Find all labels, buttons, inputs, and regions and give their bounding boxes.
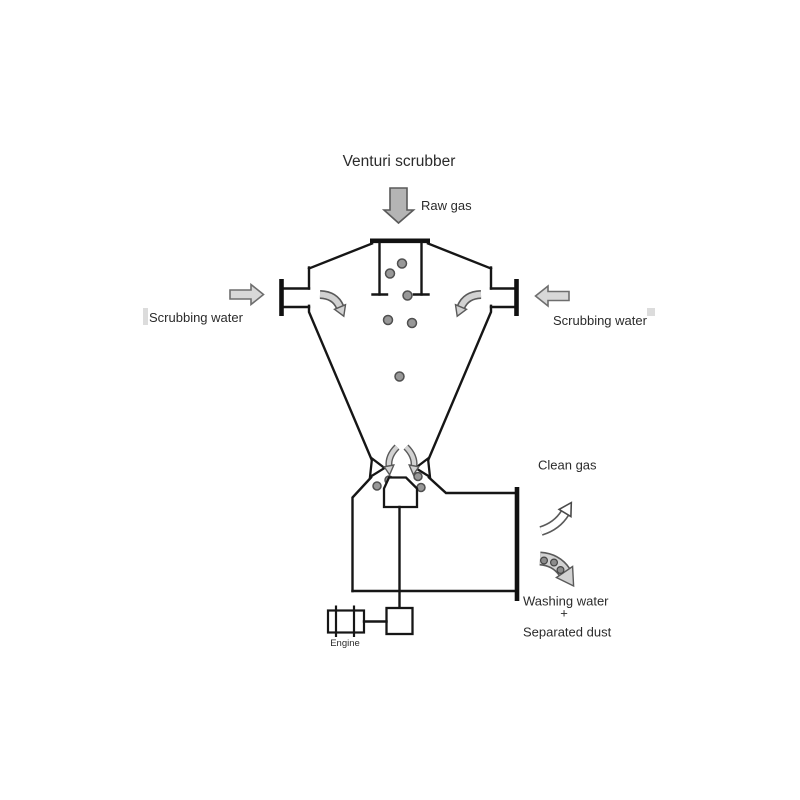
cone-left-wall: [307, 304, 374, 463]
droplet-icon: [406, 317, 418, 329]
scrubbing-water-right-arrow-icon: [534, 284, 570, 308]
raw-gas-label: Raw gas: [421, 198, 472, 213]
washing-water-outlet: Washing water + Separated dust: [523, 551, 612, 640]
separated-dust-label: Separated dust: [523, 625, 612, 640]
converging-cone: [307, 304, 493, 463]
engine-label: Engine: [330, 638, 360, 649]
throat-flow-right-arrow-icon: [403, 444, 420, 477]
cone-right-wall: [426, 304, 493, 463]
right-shoulder: [426, 241, 493, 271]
raw-gas-inlet: Raw gas: [381, 187, 472, 225]
diagram-title: Venturi scrubber: [343, 153, 456, 170]
scrubbing-water-right-label: Scrubbing water: [553, 313, 648, 328]
throat-baffle-right: [413, 456, 432, 480]
washing-water-arrow-icon: [539, 551, 575, 588]
drive-assembly: Engine: [326, 505, 414, 649]
stray-mark-right: [647, 308, 655, 316]
chamber-top-right-wall: [427, 475, 518, 495]
gearbox: [385, 606, 414, 636]
droplet-icon: [413, 471, 423, 482]
droplet-icon: [396, 258, 408, 269]
chamber-left-wall: [351, 475, 373, 593]
droplet-icon: [382, 314, 394, 326]
vessel-top: [307, 238, 493, 296]
clean-gas-arrow-icon: [539, 501, 573, 536]
throat-flow-left-arrow-icon: [383, 444, 400, 477]
plus-label: +: [560, 606, 568, 621]
engine-body: [326, 609, 366, 634]
droplet-icon: [394, 371, 405, 382]
separator-chamber: [351, 475, 520, 601]
vessel-droplets: [382, 258, 418, 382]
scrubbing-water-inlet-left: Scrubbing water: [143, 279, 347, 325]
scrubbing-water-left-arrow-icon: [229, 282, 265, 307]
droplet-icon: [402, 290, 413, 301]
venturi-throat: [368, 444, 432, 493]
raw-gas-arrow-icon: [381, 187, 416, 225]
scrubbing-water-left-label: Scrubbing water: [149, 310, 244, 325]
deflector-body: [382, 476, 419, 509]
inlet-swirl-right-arrow-icon: [454, 290, 482, 318]
droplet-icon: [384, 268, 396, 279]
dust-dot-icon: [549, 558, 558, 567]
throat-baffle-left: [368, 456, 387, 480]
dust-dot-icon: [539, 556, 548, 565]
stray-mark-left: [143, 308, 148, 325]
scrubbing-water-inlet-right: Scrubbing water: [454, 279, 655, 328]
clean-gas-label: Clean gas: [538, 458, 597, 473]
clean-gas-outlet: Clean gas: [538, 458, 597, 536]
washing-water-label: Washing water: [523, 594, 609, 609]
inlet-swirl-left-arrow-icon: [319, 290, 347, 318]
droplet-icon: [416, 482, 426, 493]
droplet-icon: [372, 481, 382, 491]
dust-dot-icon: [556, 565, 565, 574]
left-shoulder: [307, 241, 374, 271]
